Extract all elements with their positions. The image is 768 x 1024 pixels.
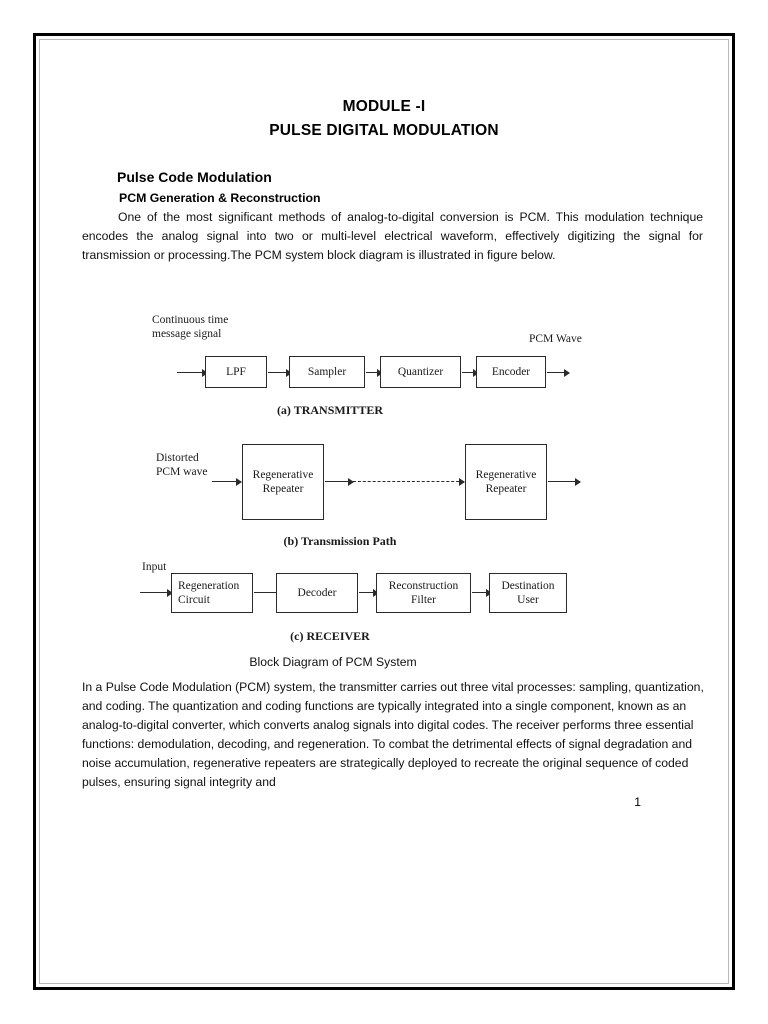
caption-transmitter: (a) TRANSMITTER: [276, 403, 384, 417]
caption-transmission-path: (b) Transmission Path: [283, 534, 397, 548]
arrow-repeater-2-out: [548, 477, 581, 486]
block-lpf: LPF: [205, 356, 267, 388]
block-encoder: Encoder: [476, 356, 546, 388]
transmitter-output-label: PCM Wave: [529, 333, 582, 345]
block-regeneration-circuit: Regeneration Circuit: [171, 573, 253, 613]
transmitter-input-label: Continuous time message signal: [152, 314, 229, 340]
arrow-input-to-regeneration-circuit: [140, 588, 173, 597]
page-inner-rule: MODULE -I PULSE DIGITAL MODULATION Pulse…: [39, 39, 729, 984]
receiver-input-label: Input: [142, 561, 167, 573]
block-reconstruction-filter: Reconstruction Filter: [376, 573, 471, 613]
arrow-input-to-lpf: [177, 368, 208, 377]
block-sampler: Sampler: [289, 356, 365, 388]
closing-paragraph: In a Pulse Code Modulation (PCM) system,…: [82, 680, 704, 789]
caption-block-diagram-of-pcm-system: Block Diagram of PCM System: [249, 655, 417, 669]
block-quantizer: Quantizer: [380, 356, 461, 388]
transmission-path-input-label: Distorted PCM wave: [156, 452, 208, 478]
document-title-line-1: MODULE -I: [342, 98, 426, 115]
caption-receiver: (c) RECEIVER: [290, 629, 370, 643]
section-subheading-pcm-generation: PCM Generation & Reconstruction: [119, 191, 321, 205]
intro-paragraph: One of the most significant methods of a…: [82, 210, 703, 262]
arrow-dashed-transmission-link: [353, 477, 465, 486]
page-frame: MODULE -I PULSE DIGITAL MODULATION Pulse…: [33, 33, 735, 990]
arrow-lpf-to-sampler: [268, 368, 292, 377]
section-heading-pulse-code-modulation: Pulse Code Modulation: [117, 169, 272, 185]
page-number: 1: [634, 795, 641, 809]
block-decoder: Decoder: [276, 573, 358, 613]
arrow-encoder-to-output: [547, 368, 570, 377]
block-regenerative-repeater-2: Regenerative Repeater: [465, 444, 547, 520]
arrow-repeater-1-out: [325, 477, 354, 486]
block-regenerative-repeater-1: Regenerative Repeater: [242, 444, 324, 520]
pcm-block-diagram-figure: Continuous time message signal PCM Wave …: [40, 40, 736, 991]
block-destination-user: Destination User: [489, 573, 567, 613]
document-title-line-2: PULSE DIGITAL MODULATION: [269, 122, 499, 139]
arrow-input-to-repeater-1: [212, 477, 242, 486]
